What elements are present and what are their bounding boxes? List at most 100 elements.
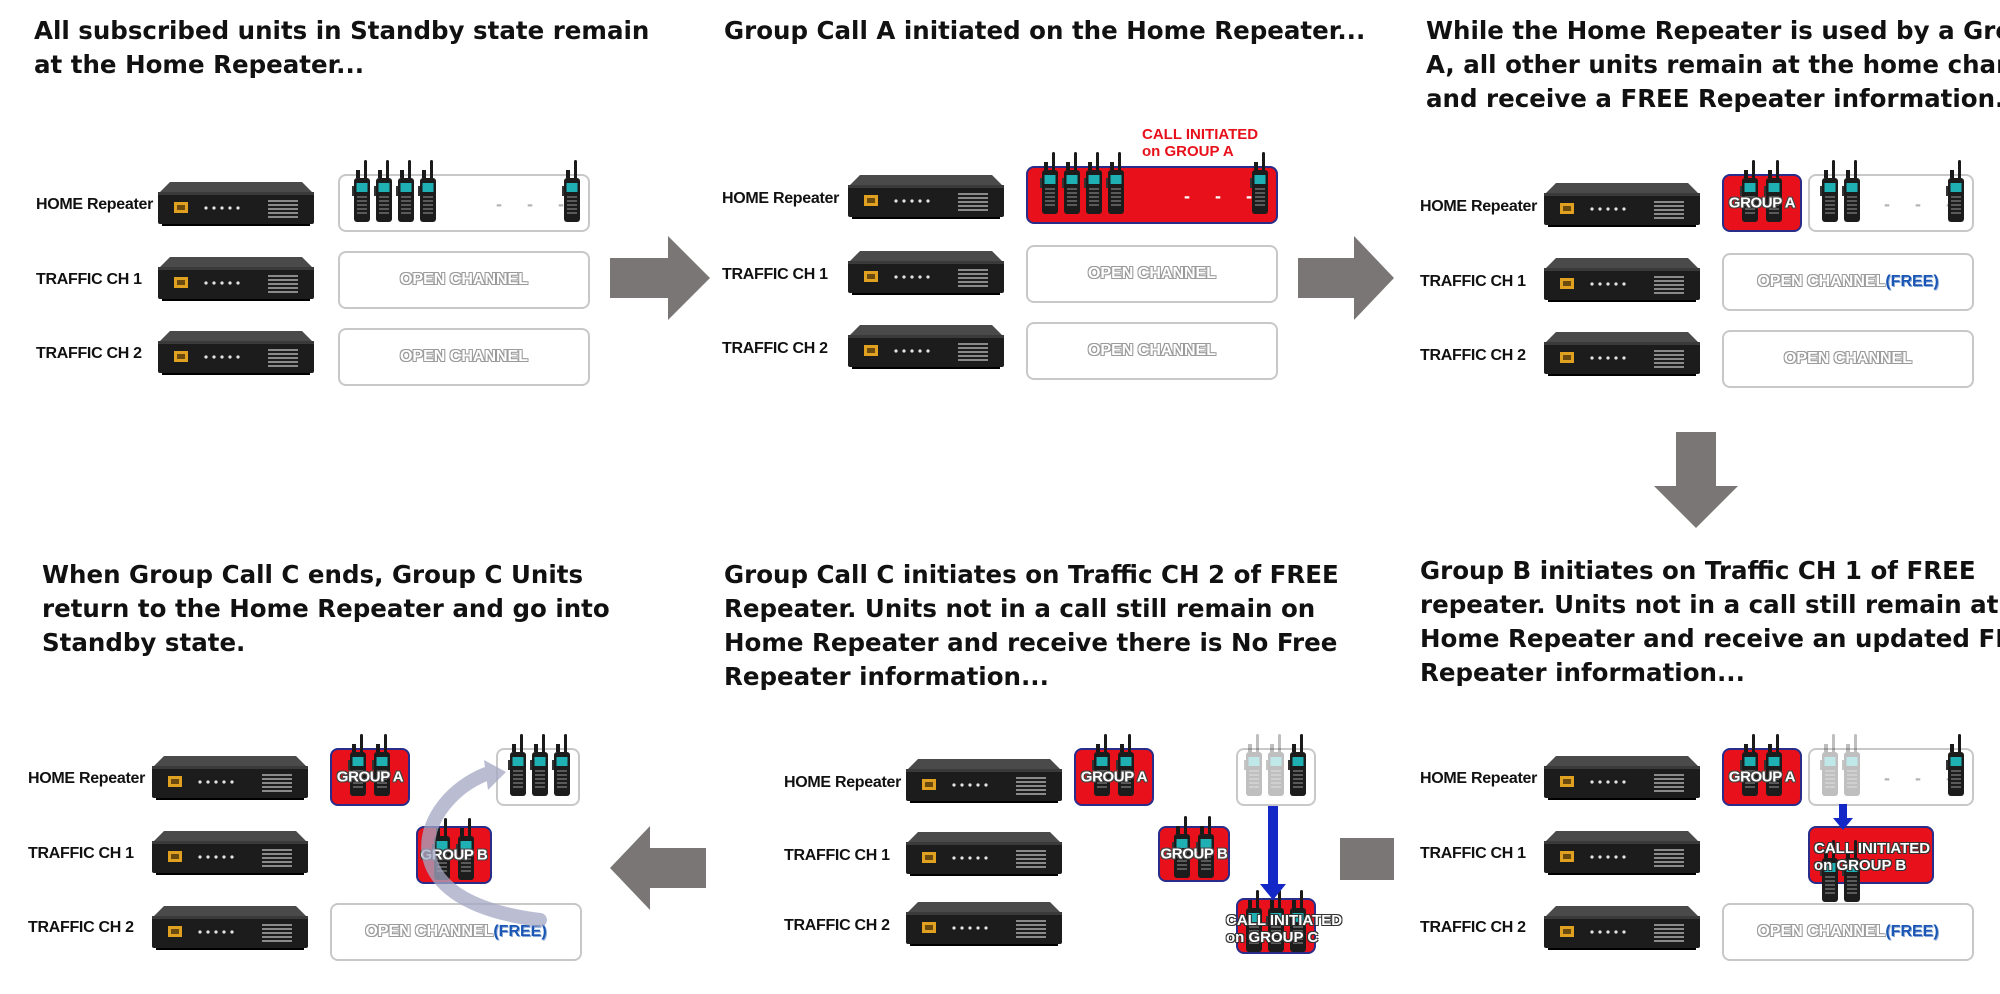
traffic-ch2-label: TRAFFIC CH 2 — [28, 919, 134, 936]
group-b-call-box: CALL INITIATED on GROUP B — [1808, 826, 1934, 902]
repeater-icon — [1542, 831, 1702, 875]
radio-icon — [1266, 734, 1286, 798]
radio-icon — [1092, 734, 1112, 798]
open-channel-label: OPEN CHANNEL — [1724, 350, 1972, 368]
radio-icon — [1946, 734, 1966, 798]
home-channel-box — [496, 734, 580, 806]
open-channel-text: OPEN CHANNEL — [1757, 923, 1886, 940]
open-channel-box: OPEN CHANNEL — [338, 251, 590, 309]
repeater-icon — [150, 756, 310, 800]
panel-5-caption: Group Call C initiates on Traffic CH 2 o… — [724, 558, 1339, 694]
group-b-label: GROUP B — [420, 846, 488, 864]
radio-icon — [1842, 840, 1862, 904]
group-b-label: GROUP B — [1160, 845, 1228, 863]
open-channel-box: OPEN CHANNEL — [338, 328, 590, 386]
radio-icon — [1820, 160, 1840, 224]
caption-line: Standby state. — [42, 628, 246, 657]
radio-icon — [1250, 152, 1270, 216]
radio-icon — [1740, 160, 1760, 224]
note-line: CALL INITIATED — [1814, 840, 1931, 857]
panel-4-caption: Group B initiates on Traffic CH 1 of FRE… — [1420, 554, 2000, 690]
open-channel-text: OPEN CHANNEL — [365, 923, 494, 940]
open-channel-label: OPEN CHANNEL(FREE) — [1724, 273, 1972, 291]
more-units-ellipsis: - - - — [1884, 768, 1962, 788]
repeater-icon — [150, 906, 310, 950]
home-channel-box-active: - - - — [1026, 152, 1278, 224]
home-channel-box: - - - — [338, 160, 590, 232]
caption-line: While the Home Repeater is used by a Gro… — [1426, 16, 2000, 45]
caption-line: Group B initiates on Traffic CH 1 of FRE… — [1420, 556, 1976, 585]
repeater-icon — [156, 182, 316, 226]
radio-icon — [396, 160, 416, 224]
radio-icon — [1842, 734, 1862, 798]
radio-icon — [1288, 890, 1308, 954]
call-initiated-note: CALL INITIATED on GROUP C — [1226, 912, 1342, 946]
open-channel-label: OPEN CHANNEL — [1028, 265, 1276, 283]
radio-icon — [418, 160, 438, 224]
open-channel-label: OPEN CHANNEL — [340, 271, 588, 289]
repeater-icon — [1542, 183, 1702, 227]
repeater-icon — [846, 251, 1006, 295]
free-tag: (FREE) — [493, 923, 547, 940]
caption-line: When Group Call C ends, Group C Units — [42, 560, 584, 589]
open-channel-box: OPEN CHANNEL — [1026, 322, 1278, 380]
move-down-arrow-icon — [1260, 806, 1286, 900]
traffic-ch1-label: TRAFFIC CH 1 — [1420, 273, 1526, 290]
more-units-ellipsis: - - - — [1884, 194, 1962, 214]
home-channel-box: - - - — [1808, 160, 1974, 232]
repeater-icon — [1542, 906, 1702, 950]
traffic-ch2-label: TRAFFIC CH 2 — [36, 345, 142, 362]
home-channel-box — [1236, 734, 1316, 806]
open-channel-free-box: OPEN CHANNEL(FREE) — [330, 903, 582, 961]
caption-line: Group Call C initiates on Traffic CH 2 o… — [724, 560, 1339, 589]
call-initiated-note: CALL INITIATED on GROUP B — [1814, 840, 1930, 874]
open-channel-label: OPEN CHANNEL(FREE) — [1724, 923, 1972, 941]
radio-icon — [1244, 734, 1264, 798]
radio-icon — [508, 734, 528, 798]
traffic-ch1-label: TRAFFIC CH 1 — [722, 266, 828, 283]
group-a-label: GROUP A — [1728, 194, 1796, 212]
radio-icon — [372, 734, 392, 798]
radio-icon — [1062, 152, 1082, 216]
open-channel-text: OPEN CHANNEL — [399, 271, 528, 288]
traffic-ch2-label: TRAFFIC CH 2 — [1420, 347, 1526, 364]
radio-icon — [1842, 160, 1862, 224]
radio-icon — [1106, 152, 1126, 216]
caption-line: Repeater. Units not in a call still rema… — [724, 594, 1316, 623]
caption-line: Repeater information... — [1420, 658, 1745, 687]
panel-3-caption: While the Home Repeater is used by a Gro… — [1426, 14, 2000, 116]
radio-icon — [352, 160, 372, 224]
radio-icon — [1288, 734, 1308, 798]
repeater-icon — [1542, 756, 1702, 800]
group-b-box: GROUP B — [416, 818, 492, 884]
traffic-ch1-label: TRAFFIC CH 1 — [28, 845, 134, 862]
open-channel-label: OPEN CHANNEL — [340, 348, 588, 366]
down-arrow-icon — [1654, 432, 1738, 528]
repeater-icon — [1542, 258, 1702, 302]
more-units-ellipsis: - - - — [496, 194, 574, 214]
note-line: on GROUP A — [1142, 143, 1234, 160]
traffic-ch2-label: TRAFFIC CH 2 — [722, 340, 828, 357]
open-channel-text: OPEN CHANNEL — [1757, 273, 1886, 290]
free-tag: (FREE) — [1885, 923, 1939, 940]
radio-icon — [562, 160, 582, 224]
radio-icon — [552, 734, 572, 798]
call-initiated-note: CALL INITIATED on GROUP A — [1142, 126, 1258, 160]
caption-line: All subscribed units in Standby state re… — [34, 16, 650, 45]
free-tag: (FREE) — [1885, 273, 1939, 290]
repeater-icon — [156, 257, 316, 301]
radio-icon — [1946, 160, 1966, 224]
radio-icon — [1740, 734, 1760, 798]
home-repeater-label: HOME Repeater — [722, 190, 840, 207]
repeater-icon — [904, 902, 1064, 946]
open-channel-label: OPEN CHANNEL — [1028, 342, 1276, 360]
open-channel-text: OPEN CHANNEL — [1087, 265, 1216, 282]
more-units-ellipsis: - - - — [1184, 186, 1262, 206]
open-channel-text: OPEN CHANNEL — [1087, 342, 1216, 359]
home-repeater-label: HOME Repeater — [1420, 770, 1538, 787]
traffic-ch1-label: TRAFFIC CH 1 — [1420, 845, 1526, 862]
open-channel-text: OPEN CHANNEL — [399, 348, 528, 365]
radio-icon — [530, 734, 550, 798]
traffic-ch1-label: TRAFFIC CH 1 — [36, 271, 142, 288]
repeater-icon — [150, 831, 310, 875]
